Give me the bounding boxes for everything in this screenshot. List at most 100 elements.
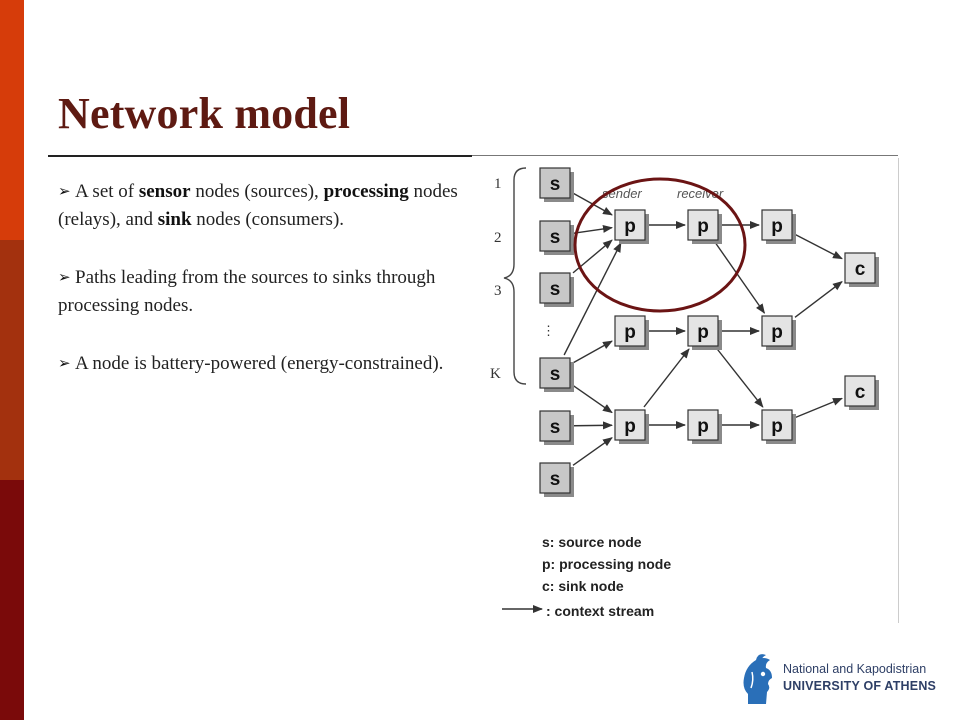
source-node: s [539,462,574,497]
title-underline [48,155,472,157]
context-stream-edge [572,421,613,430]
source-node: s [539,272,574,307]
legend-item: p: processing node [542,556,671,572]
row-label: 1 [494,176,502,192]
processing-node: p [761,409,796,444]
diagram-nodes: s s s s s s p p p p p p p p p c c [539,167,879,497]
athena-head-icon [743,654,772,704]
node-box [844,252,876,284]
bullet-text: A node is battery-powered (energy-constr… [75,353,444,374]
node-box [539,272,571,304]
node-box [614,409,646,441]
node-box [687,209,719,241]
node-box [761,409,793,441]
figure-top-rule [472,155,898,156]
context-stream-edges [563,192,843,466]
node-box [539,462,571,494]
node-letter: p [697,416,709,437]
node-letter: p [624,216,636,237]
processing-node: p [614,315,649,350]
node-letter: s [550,227,561,248]
sidebar-segment-middle [0,240,24,480]
context-stream-edge [716,348,764,408]
node-letter: s [550,417,561,438]
university-logo: National and Kapodistrian UNIVERSITY OF … [738,652,938,708]
node-box [687,409,719,441]
node-box [761,209,793,241]
node-letter: s [550,469,561,490]
node-letter: p [624,322,636,343]
context-stream-edge [572,224,613,235]
legend-item: : context stream [546,603,654,619]
receiver-label: receiver [677,186,724,201]
node-letter: p [697,216,709,237]
context-stream-edge [572,384,613,414]
sidebar-segment-top [0,0,24,240]
row-label: 2 [494,230,502,246]
context-stream-edge [794,281,843,318]
legend-item: s: source node [542,534,642,550]
row-label: ⋮ [542,323,555,338]
context-stream-edge [572,437,613,466]
processing-node: p [761,209,796,244]
logo-text-line2: UNIVERSITY OF ATHENS [783,679,937,693]
processing-node: p [687,315,722,350]
node-letter: p [771,416,783,437]
bullet-list: ➢A set of sensor nodes (sources), proces… [58,178,468,408]
bullet-keyword: sensor [138,181,191,202]
processing-node: p [614,409,649,444]
arrow-bullet-icon: ➢ [58,270,71,286]
node-letter: c [855,382,866,403]
source-node: s [539,220,574,255]
sink-node: c [844,375,879,410]
context-stream-edge [563,242,622,356]
node-letter: s [550,364,561,385]
source-node: s [539,357,574,392]
bullet-text: A set of [75,181,139,202]
node-box [539,357,571,389]
legend-item: c: sink node [542,578,624,594]
source-node: s [539,410,574,445]
node-box [539,410,571,442]
context-stream-edge [643,348,690,408]
node-box [539,220,571,252]
node-letter: p [771,322,783,343]
node-box [614,209,646,241]
sidebar-stripe [0,0,24,720]
diagram-legend: s: source node p: processing node c: sin… [502,534,671,619]
node-letter: c [855,259,866,280]
node-box [844,375,876,407]
row-label: K [490,366,501,382]
bullet-item: ➢Paths leading from the sources to sinks… [58,264,468,320]
sender-receiver-highlight [573,177,747,313]
node-box [761,315,793,347]
bullet-text: nodes (relays), and [58,181,458,230]
sources-brace [503,167,527,385]
node-letter: s [550,279,561,300]
bullet-item: ➢A set of sensor nodes (sources), proces… [58,178,468,234]
logo-text-line1: National and Kapodistrian [783,662,927,676]
context-stream-edge [794,397,843,419]
processing-node: p [687,209,722,244]
arrow-bullet-icon: ➢ [58,356,71,372]
node-letter: p [771,216,783,237]
context-stream-edge [794,233,843,260]
processing-node: p [761,315,796,350]
node-letter: p [697,322,709,343]
context-stream-edge [714,242,766,314]
node-letter: p [624,416,636,437]
arrow-bullet-icon: ➢ [58,184,71,200]
bullet-item: ➢A node is battery-powered (energy-const… [58,350,468,378]
processing-node: p [614,209,649,244]
node-box [687,315,719,347]
node-box [539,167,571,199]
bullet-text: nodes (sources), [190,181,324,202]
processing-node: p [687,409,722,444]
slide-title: Network model [58,89,351,138]
bullet-keyword: sink [157,209,192,230]
node-box [614,315,646,347]
sidebar-segment-bottom [0,480,24,720]
node-letter: s [550,174,561,195]
